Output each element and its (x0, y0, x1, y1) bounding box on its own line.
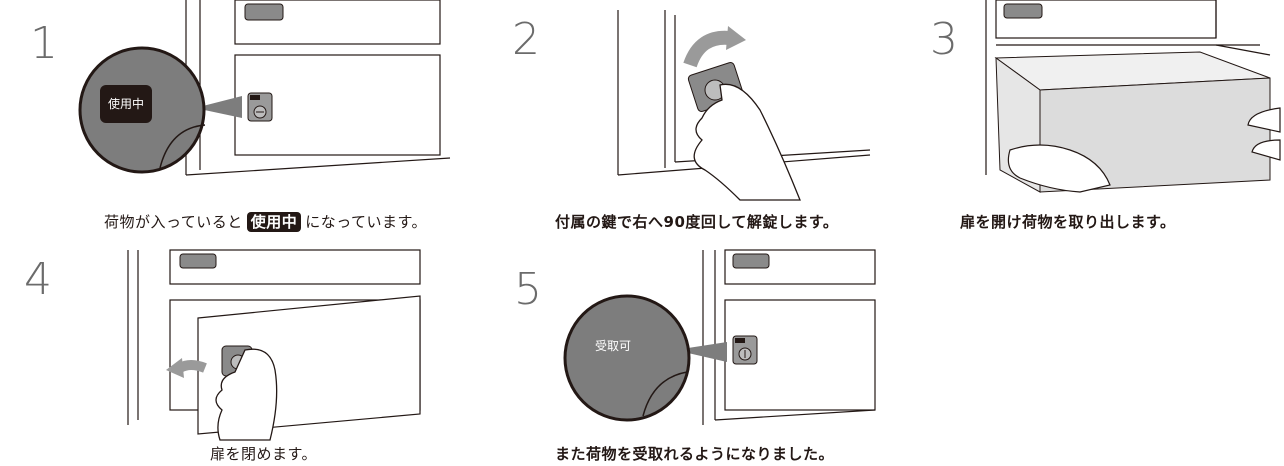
zoom-available-label: 受取可 (595, 339, 631, 353)
zoom-status-label: 使用中 (108, 96, 144, 111)
caption-step-3: 扉を開け荷物を取り出します。 (960, 213, 1176, 231)
caption-step-5: また荷物を受取れるようになりました。 (555, 445, 835, 463)
illustration-step-4 (127, 249, 421, 441)
hand-icon (693, 83, 801, 201)
close-arrow-icon (177, 360, 207, 373)
caption-step-2: 付属の鍵で右へ90度回して解錠します。 (555, 213, 839, 231)
package-box (994, 51, 1271, 193)
rotate-arrow-icon (726, 26, 746, 50)
lock-icon-5 (732, 335, 758, 365)
step-number-2: 2 (512, 14, 540, 65)
right-hand-icon (1247, 107, 1281, 161)
left-hand-icon (1007, 144, 1111, 193)
lock-icon (247, 92, 273, 122)
in-use-badge: 使用中 (246, 212, 302, 232)
caption-step-1-after: になっています。 (305, 213, 428, 231)
keypad-icon-5 (732, 253, 770, 269)
keypad-icon (244, 3, 284, 21)
step-number-4: 4 (24, 254, 52, 305)
illustration-step-3 (985, 0, 1281, 193)
step-number-3: 3 (930, 14, 958, 65)
keypad-icon-4 (179, 253, 217, 269)
caption-step-4: 扉を閉めます。 (210, 445, 318, 463)
step-number-5: 5 (514, 264, 542, 315)
step-number-1: 1 (30, 18, 58, 69)
keypad-icon-3 (1003, 3, 1043, 19)
illustration-step-1: 使用中 (78, 0, 451, 176)
caption-step-1: 荷物が入っていると使用中になっています。 (104, 212, 427, 232)
illustration-step-5: 受取可 (563, 249, 876, 425)
status-label-bg (100, 85, 152, 123)
illustration-step-2 (617, 10, 871, 201)
caption-step-1-before: 荷物が入っていると (104, 213, 243, 231)
zoom-circle-5 (563, 294, 691, 422)
hand-icon-4 (215, 348, 278, 441)
